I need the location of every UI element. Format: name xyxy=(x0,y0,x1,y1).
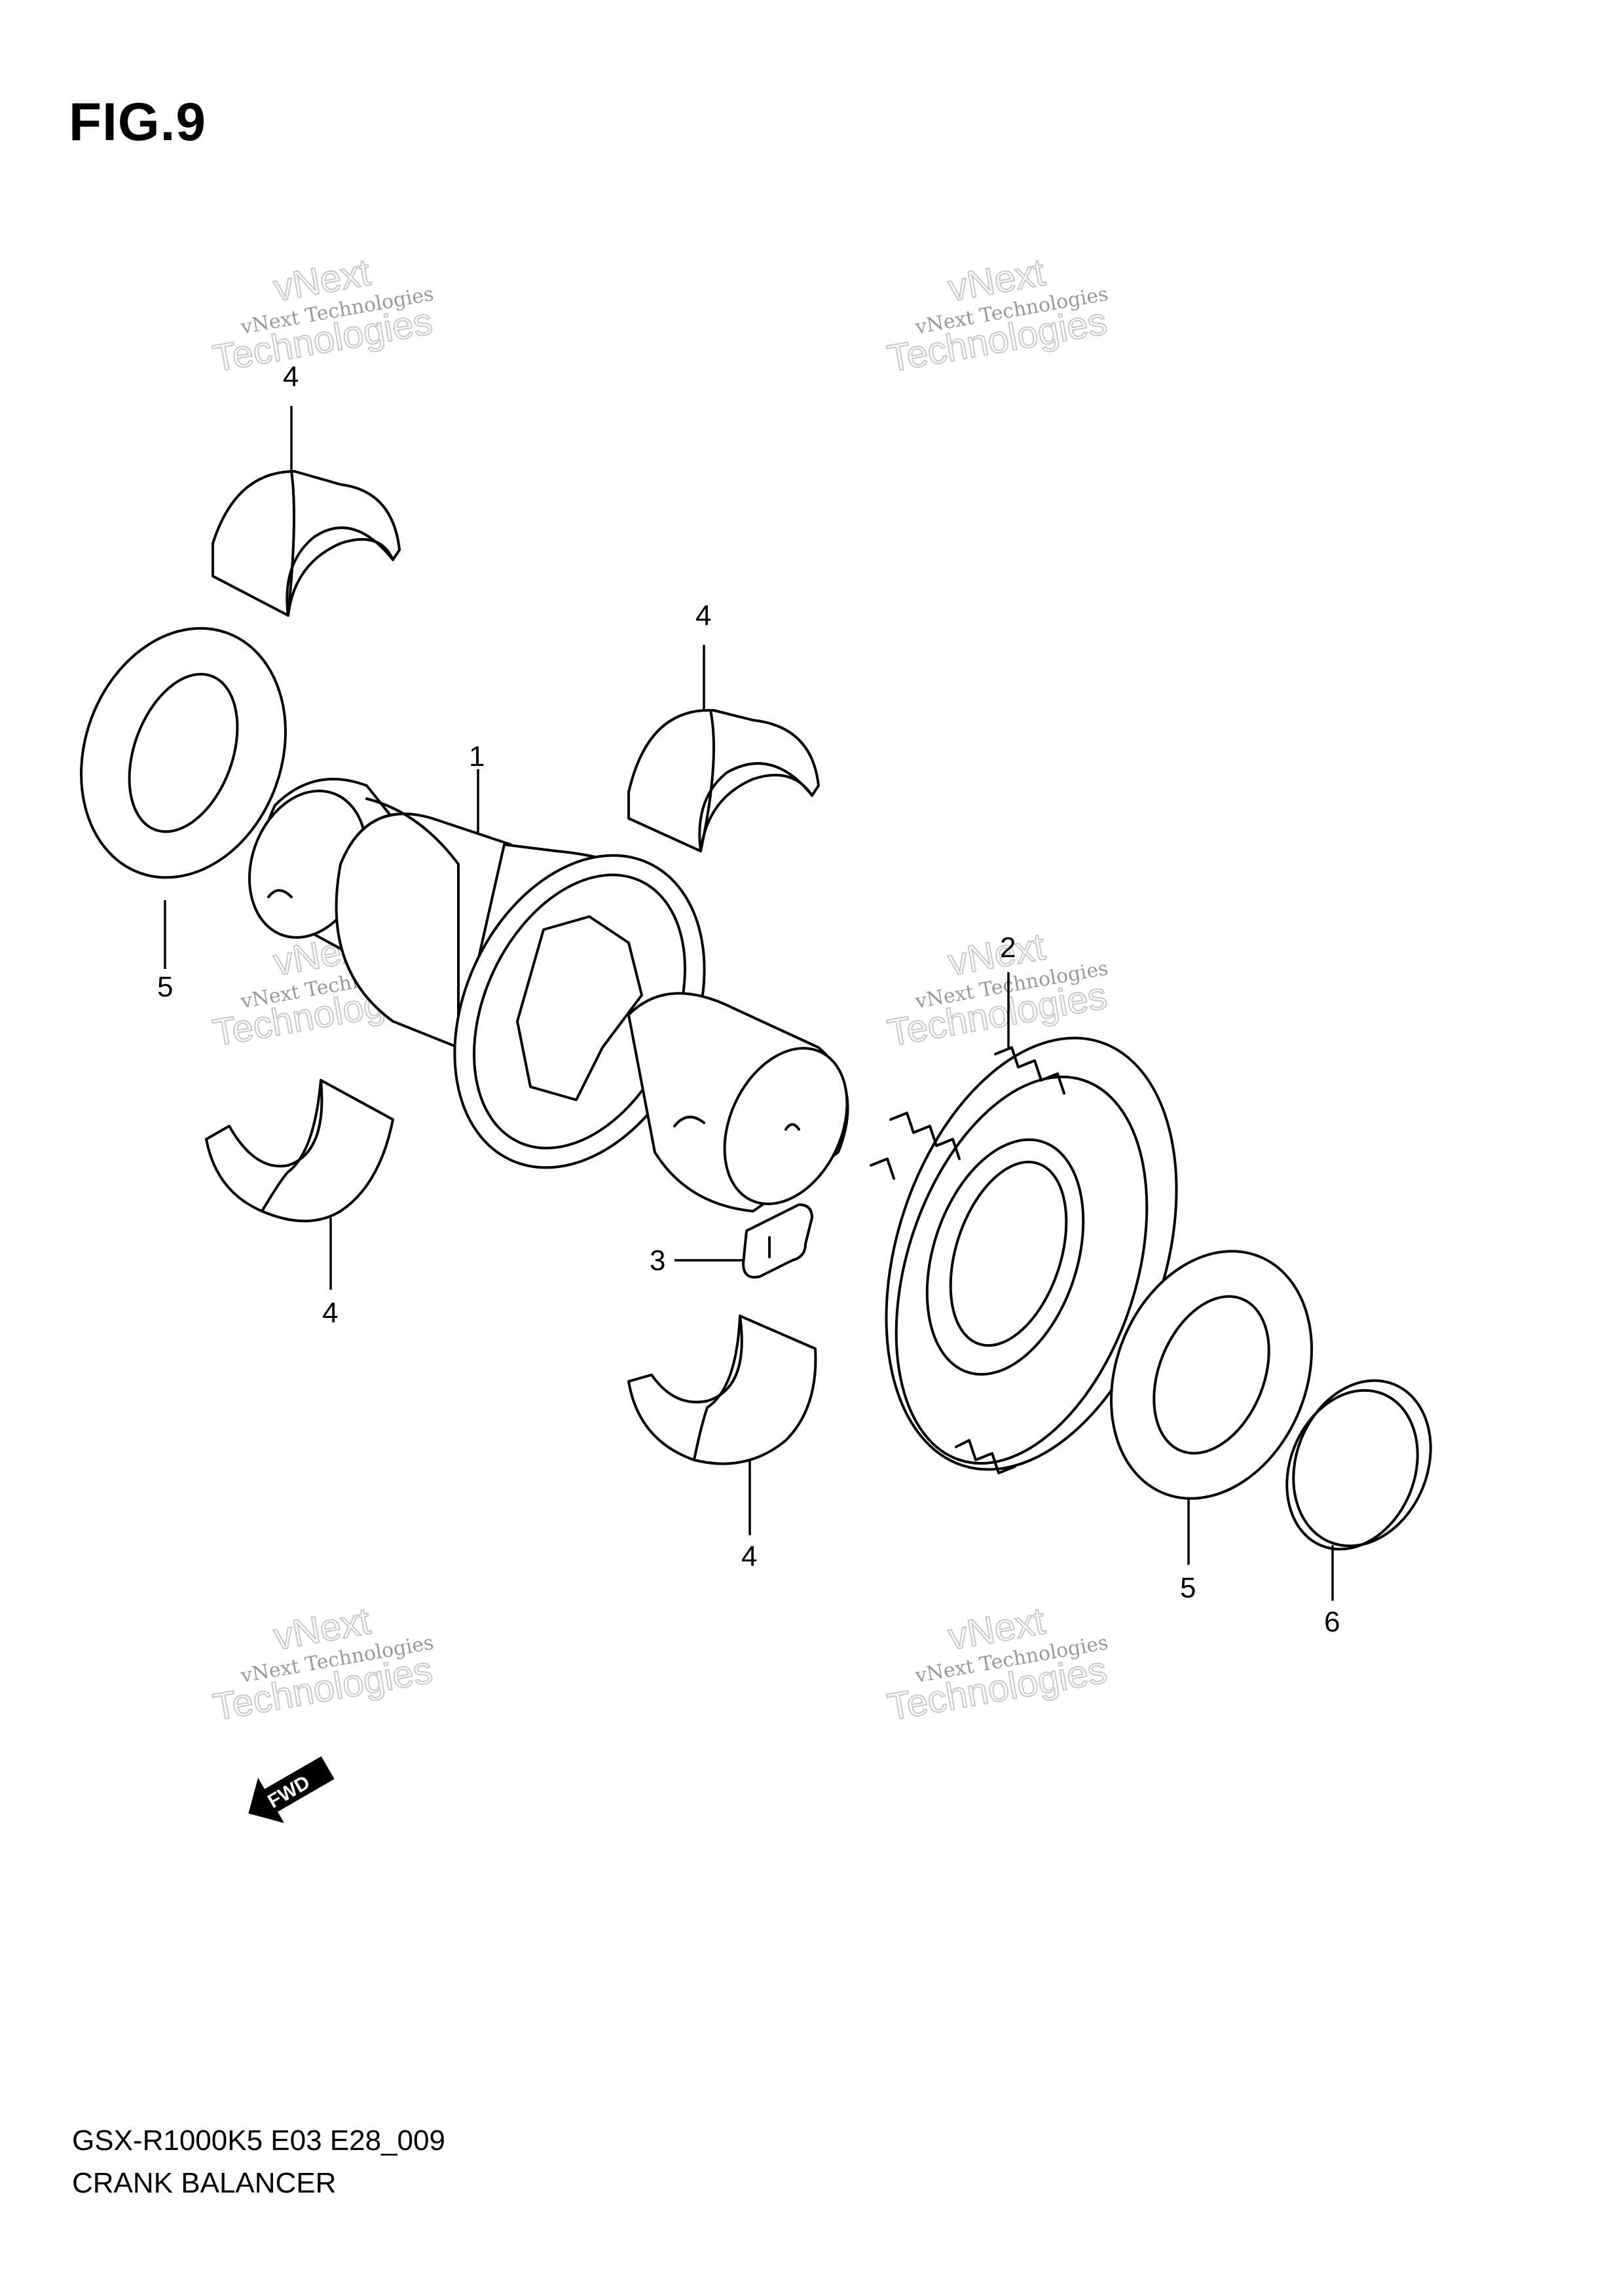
watermark: vNext Technologies vNext Technologies xyxy=(209,1599,436,1729)
figure-code: GSX-R1000K5 E03 E28_009 xyxy=(72,2124,445,2157)
watermark: vNext Technologies vNext Technologies xyxy=(883,250,1111,380)
callout-4: 4 xyxy=(741,1540,757,1573)
watermark: vNext Technologies vNext Technologies xyxy=(883,1599,1111,1729)
callout-4: 4 xyxy=(322,1297,338,1329)
callout-5: 5 xyxy=(157,971,173,1003)
callout-labels: 4 4 1 2 3 5 4 4 5 6 xyxy=(157,361,1340,1638)
figure-title: FIG.9 xyxy=(69,92,207,152)
watermark: vNext Technologies vNext Technologies xyxy=(883,924,1111,1055)
balancer-driven-gear xyxy=(870,1036,1178,1474)
thrust-washer-right xyxy=(1109,1250,1314,1500)
callout-1: 1 xyxy=(469,740,485,773)
callout-3: 3 xyxy=(650,1245,665,1277)
bearing-shell-lower-left xyxy=(205,1079,394,1222)
callout-5: 5 xyxy=(1180,1572,1196,1604)
bearing-shell-lower-middle xyxy=(627,1315,817,1465)
watermark: vNext Technologies vNext Technologies xyxy=(209,250,436,380)
woodruff-key xyxy=(742,1203,813,1279)
forward-arrow-icon: FWD xyxy=(248,1756,335,1823)
bearing-shell-upper-left xyxy=(212,470,401,617)
figure-name: CRANK BALANCER xyxy=(72,2167,337,2199)
leader-lines xyxy=(164,406,1334,1601)
balancer-shaft xyxy=(248,778,849,1212)
cap-plug xyxy=(1285,1379,1432,1551)
bearing-shell-upper-right xyxy=(627,708,820,852)
callout-6: 6 xyxy=(1324,1606,1340,1638)
callout-4: 4 xyxy=(283,361,299,393)
callout-4: 4 xyxy=(695,600,711,632)
thrust-washer-left xyxy=(80,627,287,879)
callout-2: 2 xyxy=(1000,932,1016,964)
